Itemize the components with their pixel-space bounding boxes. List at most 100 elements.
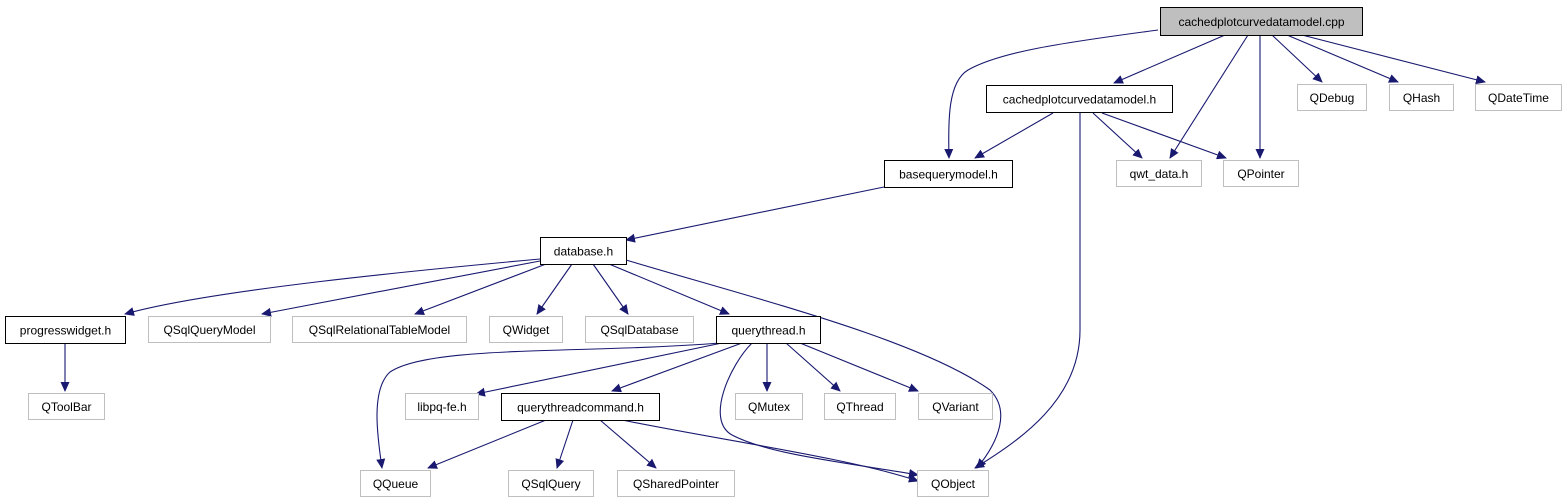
node-label: QSqlQuery xyxy=(521,477,580,491)
node-label: progresswidget.h xyxy=(20,324,111,338)
node-box xyxy=(918,393,993,420)
edge-arrow xyxy=(536,263,573,315)
node-QObject: QObject xyxy=(917,470,989,497)
node-QDateTime: QDateTime xyxy=(1475,84,1562,111)
edge-arrow xyxy=(1092,112,1143,159)
node-box xyxy=(1160,7,1363,36)
node-box xyxy=(489,316,563,343)
edge-cpp-to-cached_h xyxy=(1113,34,1226,84)
node-label: QSqlDatabase xyxy=(600,323,678,337)
node-label: QDebug xyxy=(1310,91,1355,105)
node-box xyxy=(1116,160,1202,187)
edge-arrow xyxy=(414,263,547,315)
node-qwt: qwt_data.h xyxy=(1116,160,1202,187)
edge-arrow xyxy=(475,342,723,397)
edge-arrow xyxy=(1169,34,1249,159)
node-label: QThread xyxy=(836,400,883,414)
node-box xyxy=(1475,84,1562,111)
edge-arrow xyxy=(621,419,919,483)
node-querythread[interactable]: querythread.h xyxy=(716,316,821,344)
edges-layer xyxy=(60,29,1486,483)
node-QDebug: QDebug xyxy=(1297,84,1367,111)
edge-database-to-QSqlQueryModel xyxy=(261,260,541,317)
edge-database-to-QWidget xyxy=(536,263,573,315)
node-box xyxy=(617,470,735,497)
node-QSqlQueryModel: QSqlQueryModel xyxy=(148,316,271,343)
node-QSqlRel: QSqlRelationalTableModel xyxy=(292,316,467,343)
node-database[interactable]: database.h xyxy=(540,237,627,265)
node-basequery[interactable]: basequerymodel.h xyxy=(884,160,1013,188)
edge-arrow xyxy=(1301,34,1486,85)
edge-arrow xyxy=(974,112,1054,159)
node-box xyxy=(508,470,594,497)
edge-database-to-QSqlDatabase xyxy=(592,263,629,315)
node-QWidget: QWidget xyxy=(489,316,563,343)
edge-arrow xyxy=(799,342,919,392)
node-QMutex: QMutex xyxy=(735,393,803,420)
edge-querythread-to-QQueue xyxy=(376,342,721,469)
node-QQueue: QQueue xyxy=(360,470,431,497)
edge-arrow xyxy=(1113,34,1226,84)
node-QVariant: QVariant xyxy=(918,393,993,420)
edge-cpp-to-QDebug xyxy=(1271,34,1323,83)
node-box xyxy=(716,316,821,344)
node-label: QMutex xyxy=(748,400,790,414)
node-box xyxy=(1297,84,1367,111)
node-label: cachedplotcurvedatamodel.cpp xyxy=(1178,15,1344,29)
node-cached_h[interactable]: cachedplotcurvedatamodel.h xyxy=(986,85,1173,113)
node-box xyxy=(986,85,1173,113)
node-box xyxy=(540,237,627,265)
node-progress[interactable]: progresswidget.h xyxy=(5,316,126,344)
edge-cpp-to-qwt xyxy=(1169,34,1249,159)
node-QPointer: QPointer xyxy=(1223,160,1299,187)
edge-arrow xyxy=(785,342,841,392)
edge-querythread-to-QVariant xyxy=(799,342,919,392)
edge-arrow xyxy=(611,342,743,393)
node-box xyxy=(824,393,896,420)
node-box xyxy=(292,316,467,343)
edge-arrow xyxy=(376,342,721,469)
node-label: QSharedPointer xyxy=(633,477,719,491)
node-box xyxy=(148,316,271,343)
node-label: QQueue xyxy=(373,477,419,491)
edge-arrow xyxy=(427,419,547,469)
edge-querythread-to-libpq xyxy=(475,342,723,397)
node-label: QWidget xyxy=(503,323,550,337)
node-label: QToolBar xyxy=(41,400,91,414)
node-cpp[interactable]: cachedplotcurvedatamodel.cpp xyxy=(1160,7,1363,36)
node-QSharedPointer: QSharedPointer xyxy=(617,470,735,497)
node-QSqlDatabase: QSqlDatabase xyxy=(585,316,694,343)
edge-cached_h-to-QObject xyxy=(974,113,1081,469)
edge-cached_h-to-qwt xyxy=(1092,112,1143,159)
edge-cpp-to-QHash xyxy=(1286,34,1399,83)
node-QHash: QHash xyxy=(1389,84,1454,111)
edge-cpp-to-basequery xyxy=(944,29,1159,159)
edge-database-to-QSqlRel xyxy=(414,263,547,315)
node-label: querythreadcommand.h xyxy=(517,401,644,415)
edge-arrow xyxy=(625,186,885,243)
node-box xyxy=(360,470,431,497)
edge-querythread-to-qtc xyxy=(611,342,743,393)
node-box xyxy=(28,393,105,420)
edge-arrow xyxy=(592,263,629,315)
node-label: QHash xyxy=(1403,91,1440,105)
node-box xyxy=(1223,160,1299,187)
node-label: QSqlRelationalTableModel xyxy=(309,323,450,337)
edge-qtc-to-QSqlQuery xyxy=(555,419,574,469)
edge-qtc-to-QObject xyxy=(621,419,919,483)
edge-database-to-querythread xyxy=(608,263,730,315)
edge-querythread-to-QThread xyxy=(785,342,841,392)
node-label: QPointer xyxy=(1237,167,1284,181)
edge-database-to-progress xyxy=(124,258,541,316)
edge-arrow xyxy=(1271,34,1323,83)
edge-qtc-to-QQueue xyxy=(427,419,547,469)
node-label: cachedplotcurvedatamodel.h xyxy=(1003,93,1156,107)
edge-arrow xyxy=(608,263,730,315)
node-box xyxy=(5,316,126,344)
edge-arrow xyxy=(625,259,1002,469)
node-label: querythread.h xyxy=(731,324,805,338)
edge-database-to-QObject xyxy=(625,259,1002,469)
node-qtc[interactable]: querythreadcommand.h xyxy=(501,393,660,421)
node-label: database.h xyxy=(554,245,613,259)
